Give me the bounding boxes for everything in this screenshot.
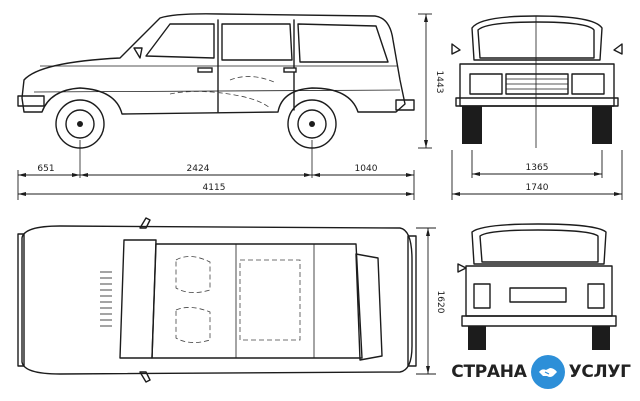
dim-overall-width: 1740 <box>526 183 549 193</box>
dim-height: 1443 <box>434 71 444 94</box>
dim-front-overhang: 651 <box>37 164 54 174</box>
dim-wheelbase: 2424 <box>187 164 210 174</box>
dim-top-width: 1620 <box>435 291 445 314</box>
front-view <box>451 15 623 148</box>
hood-vents <box>100 271 112 327</box>
dim-overall-length: 4115 <box>203 183 226 193</box>
dim-track: 1365 <box>526 163 549 173</box>
side-view-dimensions: 651 2424 1040 4115 1443 <box>17 13 444 200</box>
logo-left-text: СТРАНА <box>451 362 527 382</box>
rear-view <box>457 223 617 352</box>
strana-uslug-logo: СТРАНА УСЛУГ <box>448 350 634 394</box>
top-view-dimensions: 1620 <box>416 227 445 375</box>
dim-rear-overhang: 1040 <box>355 164 378 174</box>
front-view-dimensions: 1365 1740 <box>451 150 623 200</box>
side-view <box>17 13 415 178</box>
top-view <box>17 217 417 383</box>
logo-right-text: УСЛУГ <box>568 362 631 382</box>
handshake-icon <box>530 355 565 389</box>
